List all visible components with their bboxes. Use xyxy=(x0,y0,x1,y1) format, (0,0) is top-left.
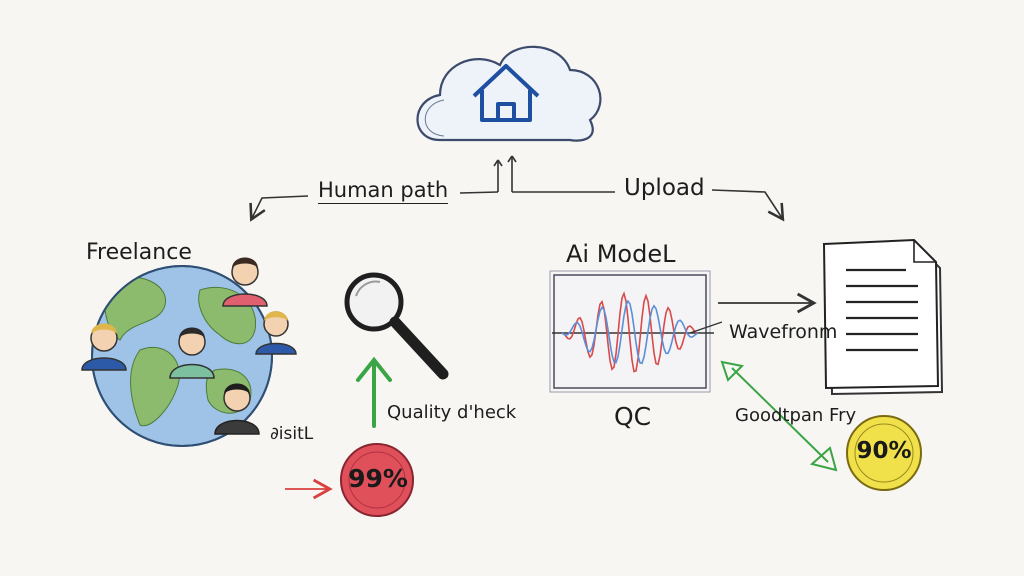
globe-icon xyxy=(91,265,273,447)
person-icon xyxy=(255,311,297,355)
person-icon xyxy=(214,383,260,435)
waveform-chart-icon xyxy=(549,270,723,393)
house-icon xyxy=(472,64,540,122)
document-icon xyxy=(822,238,944,396)
ai-score-text: 90% xyxy=(856,438,912,464)
arrow-to-ai xyxy=(711,189,785,222)
person-icon xyxy=(169,327,215,379)
green-double-arrow xyxy=(720,360,838,472)
green-up-arrow xyxy=(356,356,392,428)
human-score-text: 99% xyxy=(348,464,408,493)
quality-check-label: Quality d'heck xyxy=(387,402,517,423)
freelance-label: Freelance xyxy=(86,240,192,265)
person-icon xyxy=(222,257,268,307)
magnifier-icon xyxy=(344,272,449,380)
branch-connectors xyxy=(249,155,785,222)
person-icon xyxy=(81,323,127,371)
score-badge-yellow xyxy=(846,415,922,491)
waveform-label: Wavefronm xyxy=(729,321,838,343)
cloud-icon xyxy=(416,45,602,142)
ai-model-label: Ai ModeL xyxy=(566,240,676,268)
score-badge-red xyxy=(340,443,414,517)
upload-label: Upload xyxy=(624,175,705,201)
human-path-label: Human path xyxy=(318,178,449,204)
final-label: ∂isitL xyxy=(270,424,314,444)
good-label: Goodtpan Fry xyxy=(735,405,857,426)
qc-label: QC xyxy=(614,402,652,431)
arrow-to-freelance xyxy=(249,195,309,222)
